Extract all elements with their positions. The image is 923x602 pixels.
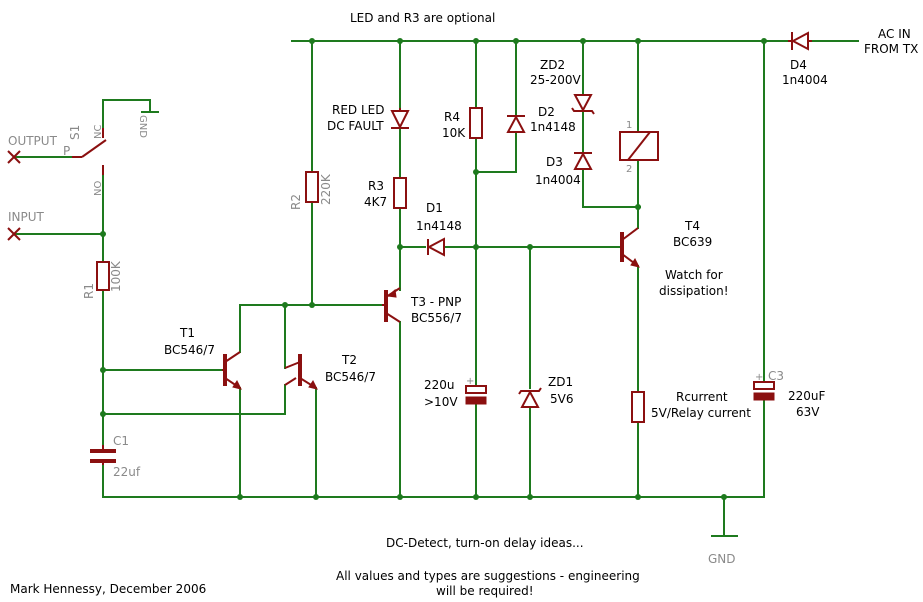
watch-note-2: dissipation! <box>659 284 729 298</box>
t3-value: BC556/7 <box>411 311 462 325</box>
led-dc-fault <box>390 108 410 130</box>
c1-value: 22uf <box>113 465 141 479</box>
footer-note-2: will be required! <box>436 584 534 598</box>
ac-in-label: AC IN <box>878 27 911 41</box>
d1-value: 1n4148 <box>416 219 462 233</box>
s1-gnd: GND <box>137 115 148 138</box>
d3-value: 1n4004 <box>535 173 581 187</box>
resistor-r3 <box>393 177 407 209</box>
input-terminal <box>7 227 21 241</box>
cap-voltage: >10V <box>424 395 458 409</box>
r3-value: 4K7 <box>364 195 387 209</box>
d4-name: D4 <box>790 58 807 72</box>
zd2-name: ZD2 <box>540 58 565 72</box>
resistor-r4 <box>469 107 483 139</box>
d2-name: D2 <box>538 105 555 119</box>
r2-value: 220K <box>319 173 333 205</box>
resistor-r2 <box>305 171 319 203</box>
resistor-r1 <box>96 261 110 291</box>
led-label-2: DC FAULT <box>327 119 384 133</box>
diode-d2 <box>506 114 526 133</box>
capacitor-c1 <box>90 445 116 465</box>
junction-dots <box>100 38 767 500</box>
r3-name: R3 <box>368 179 384 193</box>
led-label: RED LED <box>332 103 384 117</box>
transistor-t1 <box>222 351 242 390</box>
c3-voltage: 63V <box>796 405 820 419</box>
r4-name: R4 <box>444 110 460 124</box>
d3-name: D3 <box>546 155 563 169</box>
s1-pole: P <box>63 144 70 158</box>
capacitor-c3 <box>753 381 775 401</box>
zd1-name: ZD1 <box>548 375 573 389</box>
labels: LED and R3 are optional AC IN FROM TX D4… <box>8 11 918 598</box>
t2-name: T2 <box>341 353 357 367</box>
zener-zd1 <box>518 387 542 408</box>
dc-detect-caption: DC-Detect, turn-on delay ideas... <box>386 536 584 550</box>
c3-value: 220uF <box>788 389 826 403</box>
zd1-value: 5V6 <box>550 392 573 406</box>
output-terminal <box>7 150 21 164</box>
capacitor-220u <box>465 385 487 405</box>
t4-value: BC639 <box>673 235 712 249</box>
author-caption: Mark Hennessy, December 2006 <box>10 582 206 596</box>
rcurrent-name: Rcurrent <box>676 390 728 404</box>
t1-name: T1 <box>179 326 195 340</box>
diode-d3 <box>573 151 593 170</box>
r1-value: 100K <box>109 260 123 292</box>
zener-zd2 <box>571 94 595 115</box>
t3-name: T3 - PNP <box>410 295 461 309</box>
relay-coil <box>619 131 659 161</box>
s1-name: S1 <box>68 125 82 140</box>
resistor-rcurrent <box>631 391 645 423</box>
optional-note: LED and R3 are optional <box>350 11 495 25</box>
relay-pin-2: 2 <box>626 164 632 175</box>
output-label: OUTPUT <box>8 134 58 148</box>
diode-d1 <box>426 237 445 257</box>
transistor-t2 <box>284 354 318 390</box>
diode-d4 <box>788 31 812 51</box>
zd2-value: 25-200V <box>530 73 582 87</box>
c3-name: C3 <box>768 369 784 383</box>
cap-value: 220u <box>424 378 455 392</box>
cap-plus-sign: + <box>466 376 474 387</box>
switch-s1 <box>72 128 107 175</box>
c1-name: C1 <box>113 434 129 448</box>
transistor-t3 <box>382 287 401 323</box>
watch-note: Watch for <box>665 268 723 282</box>
s1-no: NO <box>93 181 104 196</box>
rcurrent-value: 5V/Relay current <box>651 406 751 420</box>
r2-name: R2 <box>289 194 303 210</box>
ac-in-label-2: FROM TX <box>864 42 918 56</box>
footer-note: All values and types are suggestions - e… <box>336 569 640 583</box>
r4-value: 10K <box>442 126 466 140</box>
c3-plus-sign: + <box>755 372 763 383</box>
t1-value: BC546/7 <box>164 343 215 357</box>
t4-name: T4 <box>684 219 700 233</box>
gnd-label: GND <box>708 552 736 566</box>
relay-pin-1: 1 <box>626 120 632 131</box>
r1-name: R1 <box>82 283 96 299</box>
input-label: INPUT <box>8 210 45 224</box>
d2-value: 1n4148 <box>530 120 576 134</box>
s1-nc: NC <box>93 125 104 139</box>
transistor-t4 <box>620 227 640 268</box>
d1-name: D1 <box>426 201 443 215</box>
t2-value: BC546/7 <box>325 370 376 384</box>
d4-value: 1n4004 <box>782 73 828 87</box>
